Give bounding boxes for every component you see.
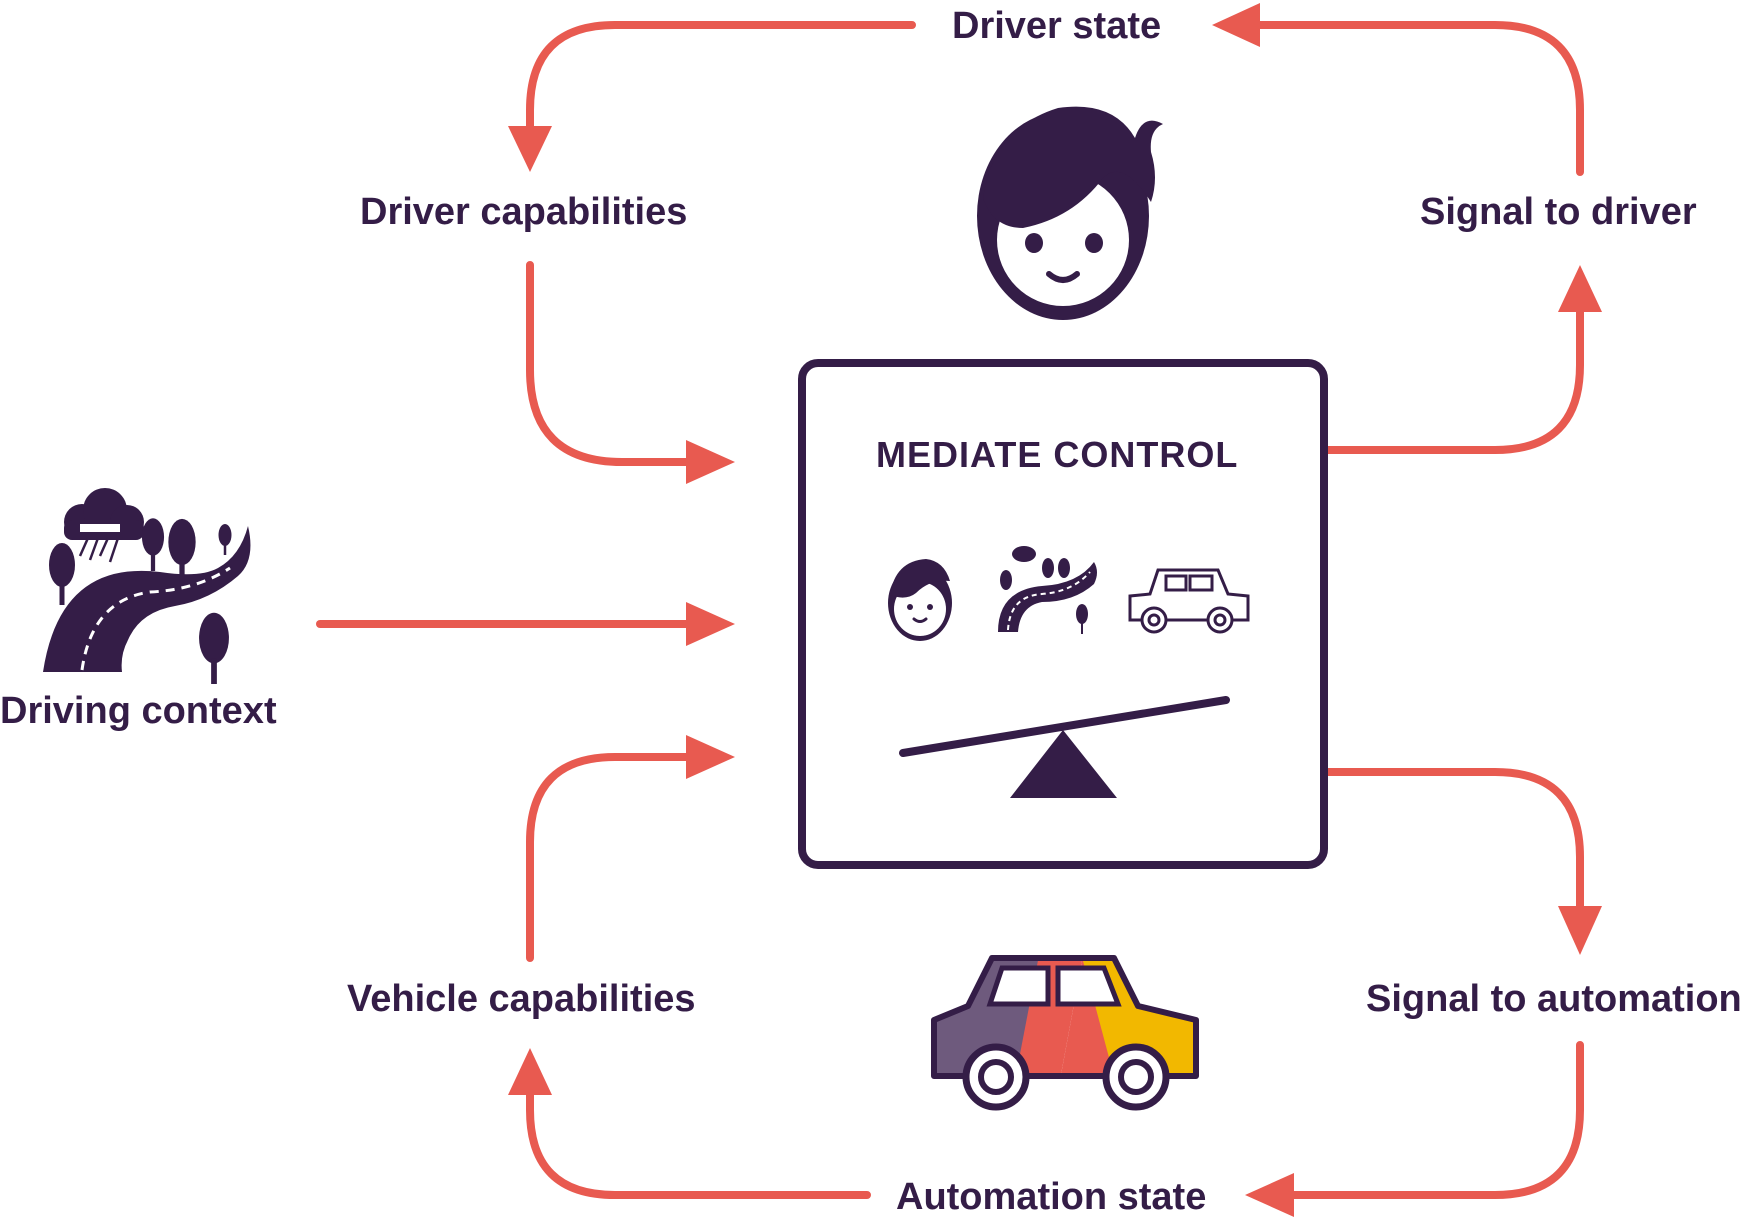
- arrowhead-left: [1245, 1173, 1294, 1217]
- driving-context-landscape-icon: [43, 488, 251, 684]
- face-icon: [888, 559, 952, 641]
- mediate-control-box: [798, 359, 1328, 869]
- winding-road: [43, 526, 251, 672]
- arrow-vehicle-capabilities-to-center: [526, 753, 694, 962]
- arrowhead-down: [1558, 906, 1602, 955]
- arrowhead-right: [686, 735, 735, 779]
- arrowhead-up: [1558, 265, 1602, 312]
- label-signal-to-automation: Signal to automation: [1366, 978, 1742, 1020]
- arrowhead-left: [1212, 3, 1260, 47]
- driver-face-icon: [977, 106, 1163, 320]
- arrow-center-to-signal-driver: [1321, 304, 1584, 454]
- arrow-signal-driver-to-driver-state: [1251, 21, 1584, 176]
- arrowhead-right: [686, 602, 735, 646]
- arrowhead-right: [686, 440, 735, 484]
- seesaw-balance-icon: [899, 696, 1230, 798]
- arrowhead-down: [508, 126, 552, 172]
- arrow-automation-state-to-vehicle-capabilities: [526, 1086, 871, 1199]
- label-driver-capabilities: Driver capabilities: [360, 191, 688, 233]
- arrow-center-to-signal-automation: [1321, 768, 1584, 914]
- arrow-heads: [508, 3, 1602, 1217]
- label-vehicle-capabilities: Vehicle capabilities: [347, 978, 696, 1020]
- rain-cloud-icon: [64, 488, 144, 563]
- arrow-capabilities-to-center: [526, 261, 694, 466]
- label-signal-to-driver: Signal to driver: [1420, 191, 1697, 233]
- flow-arrows: [316, 21, 1584, 1199]
- label-driver-state: Driver state: [952, 5, 1162, 47]
- car-outline-icon: [1128, 568, 1250, 634]
- arrowhead-up: [508, 1048, 552, 1095]
- label-automation-state: Automation state: [896, 1176, 1207, 1218]
- mediate-control-title: MEDIATE CONTROL: [876, 434, 1239, 475]
- label-driving-context: Driving context: [0, 690, 277, 732]
- road-context-icon: [998, 546, 1097, 634]
- arrow-driver-state-to-capabilities: [526, 21, 916, 136]
- arrow-signal-automation-to-automation-state: [1284, 1041, 1584, 1199]
- tricolor-car-icon: [931, 955, 1199, 1111]
